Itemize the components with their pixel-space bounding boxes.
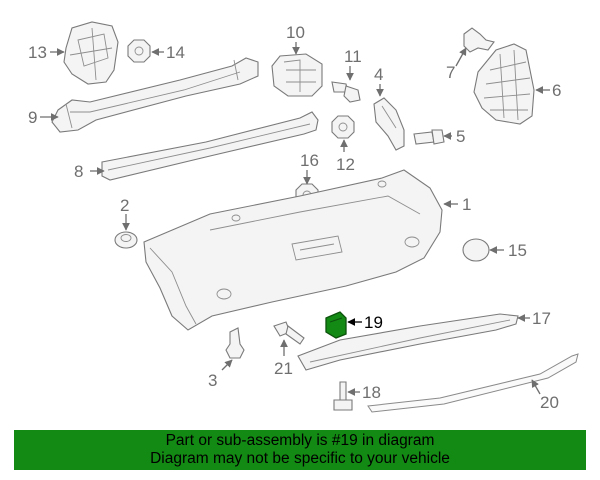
- label-2: 2: [120, 196, 129, 215]
- label-9: 9: [28, 108, 37, 127]
- label-15: 15: [508, 241, 527, 260]
- label-18: 18: [362, 383, 381, 402]
- part-13-bracket: [63, 21, 119, 85]
- info-banner: Part or sub-assembly is #19 in diagram D…: [14, 430, 586, 470]
- part-18-bolt: [333, 381, 353, 411]
- label-20: 20: [540, 393, 559, 412]
- label-8: 8: [74, 162, 83, 181]
- label-14: 14: [166, 43, 185, 62]
- part-15-plug: [462, 238, 490, 262]
- part-7-clip: [463, 27, 495, 53]
- part-9-reinforcement: [51, 57, 259, 133]
- label-17: 17: [532, 309, 551, 328]
- parts-diagram: 13 14 9 10 11 4 5 7 6 8 12 16 2 1 15 3 2…: [28, 21, 579, 413]
- label-12: 12: [336, 155, 355, 174]
- banner-line-1: Part or sub-assembly is #19 in diagram: [165, 432, 435, 449]
- part-19-bracket: [325, 311, 347, 339]
- label-13: 13: [28, 43, 47, 62]
- part-3-clip: [225, 327, 245, 359]
- part-21-screw: [273, 321, 305, 345]
- label-6: 6: [552, 81, 561, 100]
- label-1: 1: [462, 195, 471, 214]
- label-11: 11: [344, 47, 362, 66]
- part-10-absorber: [271, 53, 323, 97]
- part-5-screw: [413, 129, 445, 145]
- part-20-molding: [367, 353, 579, 413]
- part-8-bar: [101, 111, 319, 181]
- label-10: 10: [286, 23, 305, 42]
- label-19: 19: [364, 313, 383, 332]
- label-7: 7: [446, 63, 455, 82]
- part-14-nut: [127, 39, 151, 63]
- part-11-bolt: [331, 81, 361, 103]
- part-4-bracket: [373, 97, 405, 151]
- part-2-clip: [114, 231, 138, 249]
- banner-line-2: Diagram may not be specific to your vehi…: [150, 450, 450, 467]
- part-1-bumper-cover: [143, 169, 443, 331]
- part-6-panel: [473, 43, 535, 125]
- label-21: 21: [274, 359, 293, 378]
- part-labels: 13 14 9 10 11 4 5 7 6 8 12 16 2 1 15 3 2…: [28, 23, 561, 412]
- label-3: 3: [208, 371, 217, 390]
- label-16: 16: [300, 151, 319, 170]
- part-17-trim: [297, 313, 519, 371]
- label-5: 5: [456, 127, 465, 146]
- leader-lines: [40, 42, 550, 396]
- part-12-nut: [331, 115, 355, 139]
- label-4: 4: [374, 65, 383, 84]
